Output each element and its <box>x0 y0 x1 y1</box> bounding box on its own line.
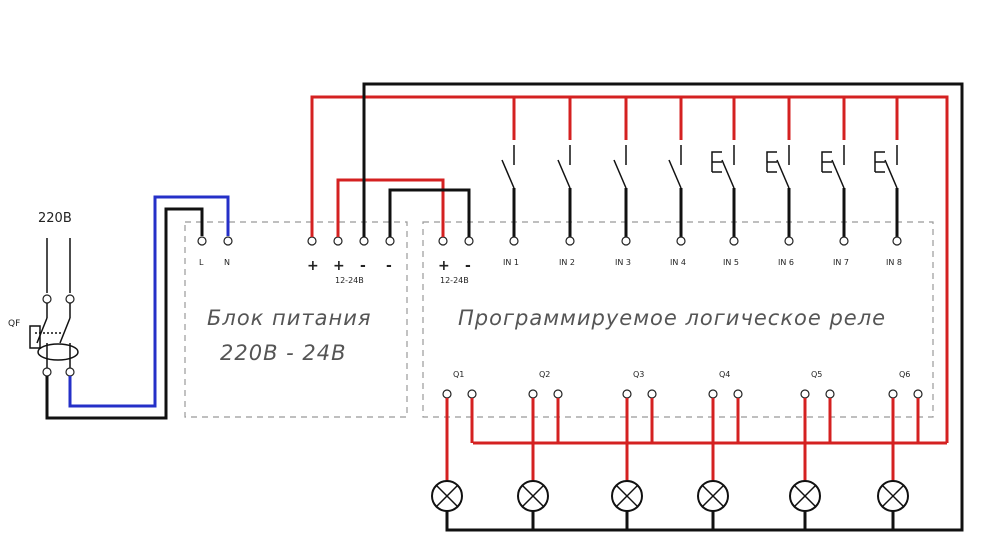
plc-sign-minus: - <box>465 258 471 274</box>
input-label-8: IN 8 <box>886 258 902 267</box>
input-label-1: IN 1 <box>503 258 519 267</box>
psu-terminal-l <box>197 236 207 246</box>
psu-box <box>184 221 408 418</box>
psu-output-voltage: 12-24B <box>335 276 364 285</box>
output-label-2: Q2 <box>539 370 550 379</box>
input-label-4: IN 4 <box>670 258 686 267</box>
plc-power-minus <box>464 236 474 246</box>
plc-title: Программируемое логическое реле <box>458 306 886 330</box>
output-label-6: Q6 <box>899 370 910 379</box>
input-switches: IN 1 IN 2 IN 3 IN 4 IN 5 IN 6 IN 7 IN 8 <box>501 97 902 267</box>
output-6: Q6 <box>877 370 923 530</box>
output-lamps: Q1 Q2 Q3 Q4 Q5 Q6 <box>431 370 923 530</box>
input-3: IN 3 <box>613 97 631 267</box>
psu-terminal-n-label: N <box>224 258 230 267</box>
output-3: Q3 <box>611 370 657 530</box>
output-label-3: Q3 <box>633 370 644 379</box>
plc-box <box>422 221 934 418</box>
psu-out-minus-2 <box>385 236 395 246</box>
output-label-1: Q1 <box>453 370 464 379</box>
breaker-id-label: QF <box>8 319 20 329</box>
input-terminal-4 <box>676 236 686 246</box>
input-label-7: IN 7 <box>833 258 849 267</box>
input-terminal-8 <box>892 236 902 246</box>
plus-to-plc-wire <box>336 178 445 237</box>
input-terminal-5 <box>729 236 739 246</box>
output-4: Q4 <box>697 370 743 530</box>
output-5: Q5 <box>789 370 835 530</box>
output-2: Q2 <box>517 370 563 530</box>
psu-out-minus-1 <box>359 236 369 246</box>
psu-out-plus-1 <box>307 236 317 246</box>
input-terminal-2 <box>565 236 575 246</box>
input-8: IN 8 <box>874 97 902 267</box>
output-label-5: Q5 <box>811 370 822 379</box>
input-terminal-1 <box>509 236 519 246</box>
psu-terminal-n <box>223 236 233 246</box>
neutral-wire <box>68 195 230 408</box>
input-label-2: IN 2 <box>559 258 575 267</box>
input-label-3: IN 3 <box>615 258 631 267</box>
psu-sign-plus-1: + <box>307 258 319 274</box>
plus-bus-wire <box>310 95 949 443</box>
psu-sign-plus-2: + <box>333 258 345 274</box>
plc-power-voltage: 12-24B <box>440 276 469 285</box>
input-label-5: IN 5 <box>723 258 739 267</box>
breaker-qf <box>29 238 79 377</box>
psu-sign-minus-2: - <box>386 258 392 274</box>
output-1: Q1 <box>431 370 477 530</box>
phase-wire <box>45 207 204 420</box>
input-4: IN 4 <box>668 97 686 267</box>
input-5: IN 5 <box>711 97 739 267</box>
psu-title-line2: 220B - 24B <box>220 341 347 365</box>
input-6: IN 6 <box>766 97 794 267</box>
input-2: IN 2 <box>557 97 575 267</box>
psu-sign-minus-1: - <box>360 258 366 274</box>
input-terminal-6 <box>784 236 794 246</box>
input-label-6: IN 6 <box>778 258 794 267</box>
psu-terminal-l-label: L <box>199 258 204 267</box>
breaker-voltage-label: 220B <box>38 211 72 226</box>
input-7: IN 7 <box>821 97 849 267</box>
plc-power-plus <box>438 236 448 246</box>
minus-to-plc-wire <box>388 188 471 237</box>
plc-sign-plus: + <box>438 258 450 274</box>
psu-out-plus-2 <box>333 236 343 246</box>
output-label-4: Q4 <box>719 370 730 379</box>
input-terminal-3 <box>621 236 631 246</box>
input-1: IN 1 <box>501 97 519 267</box>
input-terminal-7 <box>839 236 849 246</box>
psu-title-line1: Блок питания <box>207 306 372 330</box>
